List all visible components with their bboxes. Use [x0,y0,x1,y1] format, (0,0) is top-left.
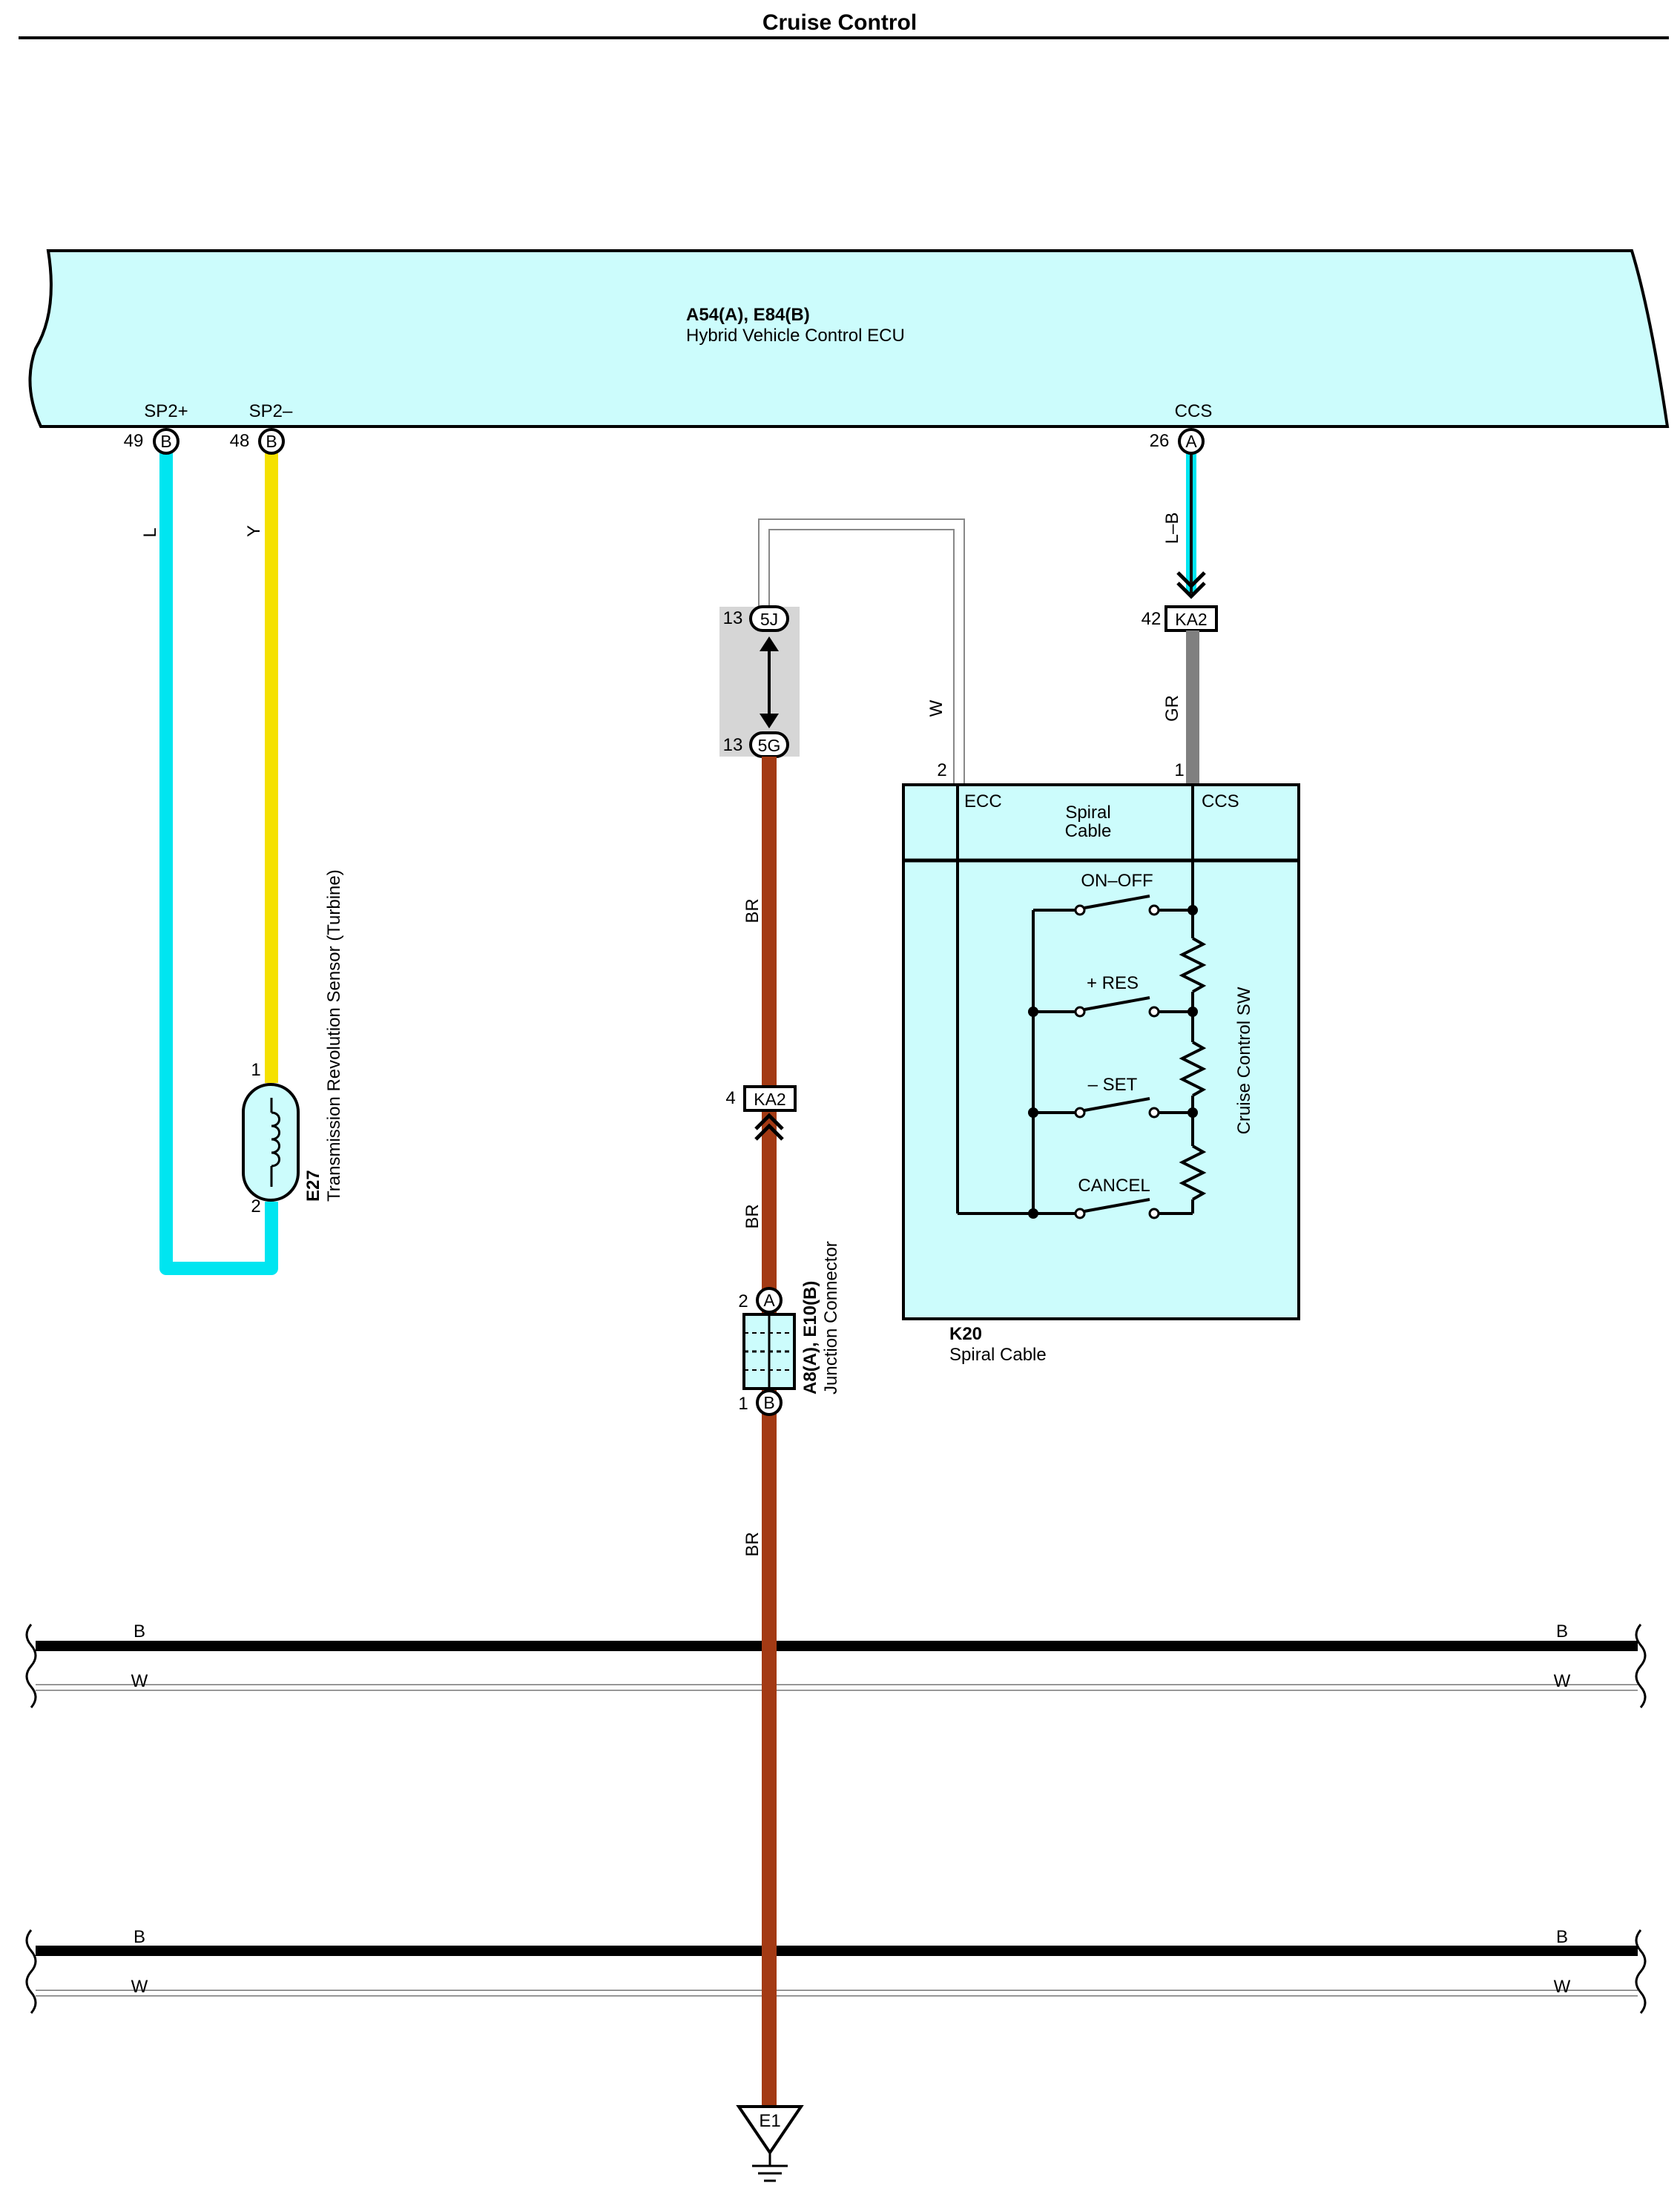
ecu-pin-49: 49 B [124,428,179,455]
sensor-name: Transmission Revolution Sensor (Turbine) [324,869,344,1202]
wire-code-gr: GR [1162,695,1182,722]
ka2-lower-num: 4 [725,1088,735,1108]
switch-name: Cruise Control SW [1234,987,1254,1134]
wire-code-br-3: BR [742,1532,762,1556]
switch-label-on-off: ON–OFF [1081,871,1153,891]
wire-code-ccs: L–B [1162,513,1182,544]
connector-letter: B [266,432,277,451]
spiral-name: Spiral Cable [949,1345,1047,1365]
jb-bottom-conn: 5G [758,736,781,755]
jc-top-num: 2 [738,1291,748,1311]
ecu-pin-26: 26 A [1150,428,1205,455]
ka2-lower-conn: KA2 [754,1090,785,1109]
ecu-pin-48: 48 B [230,428,285,455]
junction-connector: 2 A 1 B A8(A), E10(B) Junction Connector [738,1241,841,1416]
ground-e1: E1 [736,2105,804,2182]
bus-group-2: B B W W [25,1927,1647,2014]
switch-label-set: – SET [1088,1075,1138,1095]
wire-code-sp2minus: Y [244,525,264,537]
wire-code-br-2: BR [742,1204,762,1228]
bus1-w-left: W [131,1671,148,1691]
pin-number: 26 [1150,431,1170,451]
jc-top-conn: A [763,1291,775,1310]
sensor-code: E27 [303,1170,323,1202]
sensor-pin2: 2 [251,1196,260,1216]
spiral-code: K20 [949,1324,982,1344]
wire-ecc [760,520,963,785]
spiral-pin-ccs: 1 [1174,760,1184,780]
jc-name: Junction Connector [821,1241,841,1394]
jb-top-num: 13 [723,608,743,628]
ka2-upper-conn: KA2 [1175,610,1207,629]
jc-code: A8(A), E10(B) [800,1281,820,1394]
ecu-name: Hybrid Vehicle Control ECU [686,326,905,346]
sensor-pin1: 1 [251,1060,260,1080]
wire-code-br-1: BR [742,898,762,923]
connector-ka2-lower: 4 KA2 [725,1085,797,1141]
bus-group-1: B B W W [25,1621,1647,1708]
connector-ka2-upper: 42 KA2 [1142,571,1218,632]
switch-res: + RES [1033,973,1193,1018]
jc-bottom-conn: B [763,1393,774,1412]
bus2-w-right: W [1554,1977,1571,1997]
page-title: Cruise Control [762,10,917,35]
bus2-b-left: B [134,1927,145,1947]
ecu-pin-label-ccs: CCS [1175,401,1213,421]
wire-sp2plus [159,451,278,1275]
ecu-box: A54(A), E84(B) Hybrid Vehicle Control EC… [28,249,1670,428]
ground-code: E1 [759,2111,780,2131]
bus1-b-right: B [1556,1621,1568,1641]
spiral-pin-ecc: 2 [937,760,946,780]
spiral-header-2: Cable [1065,821,1112,841]
pin-number: 48 [230,431,250,451]
connector-letter: B [160,432,171,451]
spiral-cable-k20: 2 1 ECC CCS Spiral Cable ON–OFF [902,760,1300,1320]
jb-bottom-num: 13 [723,735,743,755]
wire-code-ecc: W [926,699,946,717]
bus1-b-left: B [134,1621,145,1641]
bus2-b-right: B [1556,1927,1568,1947]
spiral-ecc-label: ECC [964,791,1002,811]
junction-block-bg [719,607,800,757]
bus2-w-left: W [131,1977,148,1997]
pin-number: 49 [124,431,144,451]
switch-on-off: ON–OFF [1033,871,1193,916]
jc-bottom-num: 1 [738,1394,748,1414]
switch-label-res: + RES [1087,973,1139,993]
switch-cancel: CANCEL [1033,1176,1193,1219]
switch-set: – SET [1033,1075,1193,1119]
spiral-header-1: Spiral [1065,803,1110,823]
ecu-pin-label-sp2plus: SP2+ [144,401,188,421]
ecu-pin-label-sp2minus: SP2– [249,401,293,421]
jb-top-conn: 5J [760,610,778,629]
ecu-code: A54(A), E84(B) [686,305,810,325]
bus1-w-right: W [1554,1671,1571,1691]
switch-label-cancel: CANCEL [1078,1176,1150,1196]
wire-code-sp2plus: L [140,527,160,537]
connector-letter: A [1185,432,1197,451]
ka2-upper-num: 42 [1142,609,1162,629]
sensor-e27: 1 2 E27 Transmission Revolution Sensor (… [242,869,344,1216]
junction-block: 13 5J 13 5G [719,605,800,758]
spiral-ccs-label: CCS [1202,791,1239,811]
